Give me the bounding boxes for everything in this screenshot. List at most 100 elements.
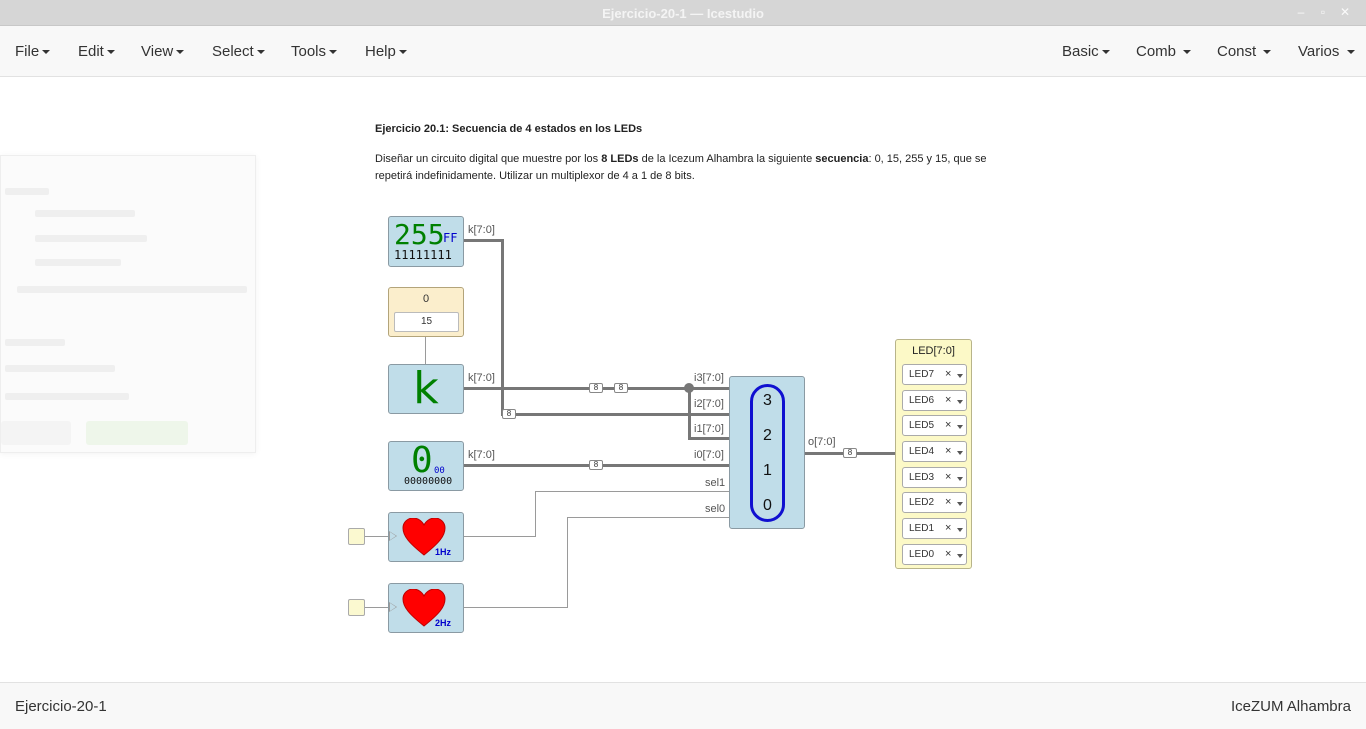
clear-icon[interactable]: × [945,368,952,380]
mux-input-label: i0[7:0] [694,449,724,461]
mux-value: 0 [763,497,772,514]
maximize-icon[interactable]: ▫ [1320,5,1326,19]
heart-icon [402,589,446,627]
wire-junction [684,383,694,393]
wire[interactable] [464,536,536,537]
chevron-down-icon[interactable] [957,502,963,506]
const-0-block[interactable]: 0 00 00000000 [388,440,464,491]
chevron-down-icon[interactable] [957,554,963,558]
output-port-label: k[7:0] [468,224,495,236]
led-block-title: LED[7:0] [912,345,955,357]
wire[interactable] [365,607,388,608]
menu-varios[interactable]: Varios [1298,43,1355,60]
const-bin-value: 11111111 [394,248,452,262]
bus-width-label: 8 [614,383,628,393]
menu-comb[interactable]: Comb [1136,43,1192,60]
menu-help[interactable]: Help [365,43,407,60]
menu-file[interactable]: File [15,43,51,60]
led-pin-select[interactable]: LED6× [902,390,967,411]
clear-icon[interactable]: × [945,419,952,431]
wire[interactable] [688,387,691,439]
chevron-down-icon [1183,50,1192,55]
clock-frequency: 2Hz [435,618,452,628]
clear-icon[interactable]: × [945,445,952,457]
clock-1hz-block[interactable]: 1Hz [388,512,464,562]
menu-const[interactable]: Const [1217,43,1272,60]
parameter-label: 0 [422,293,430,305]
led-pin-select[interactable]: LED3× [902,467,967,488]
chevron-down-icon[interactable] [957,528,963,532]
chevron-down-icon [42,50,51,55]
close-icon[interactable]: ✕ [1339,5,1351,19]
chevron-down-icon[interactable] [957,451,963,455]
constant-parameter-block[interactable]: 0 15 [388,287,464,337]
window-titlebar: Ejercicio-20-1 — Icestudio – ▫ ✕ [0,0,1366,26]
wire[interactable] [535,491,536,536]
wire[interactable] [567,517,729,518]
chevron-down-icon [329,50,338,55]
minimize-icon[interactable]: – [1297,5,1305,19]
wire[interactable] [464,239,502,242]
const-dec-value: 0 [411,440,433,481]
clock-input-port[interactable] [348,599,365,616]
design-canvas[interactable]: Ejercicio 20.1: Secuencia de 4 estados e… [0,77,1366,682]
mux-value: 3 [763,392,772,409]
wire[interactable] [464,607,568,608]
wire[interactable] [535,491,729,492]
led-pin-select[interactable]: LED7× [902,364,967,385]
chevron-down-icon [106,50,115,55]
info-body: Diseñar un circuito digital que muestre … [375,153,987,182]
menu-tools[interactable]: Tools [291,43,338,60]
parameter-value-input[interactable]: 15 [394,312,459,332]
multiplexer-4to1-block[interactable]: 3 2 1 0 [729,376,805,529]
info-note: Ejercicio 20.1: Secuencia de 4 estados e… [375,121,995,185]
bus-width-label: 8 [589,460,603,470]
menu-basic[interactable]: Basic [1062,43,1110,60]
board-name[interactable]: IceZUM Alhambra [1230,698,1351,715]
led-output-block[interactable]: LED[7:0] LED7× LED6× LED5× LED4× LED3× L… [895,339,972,569]
project-name: Ejercicio-20-1 [15,698,107,715]
chevron-down-icon [1101,50,1110,55]
info-heading: Ejercicio 20.1: Secuencia de 4 estados e… [375,123,643,135]
clear-icon[interactable]: × [945,548,952,560]
wire[interactable] [688,437,729,440]
clear-icon[interactable]: × [945,471,952,483]
chevron-down-icon [256,50,265,55]
chevron-down-icon[interactable] [957,374,963,378]
chevron-down-icon [1263,50,1272,55]
bus-width-label: 8 [589,383,603,393]
wire[interactable] [501,413,729,416]
menubar: File Edit View Select Tools Help Basic C… [0,26,1366,77]
led-pin-select[interactable]: LED1× [902,518,967,539]
led-pin-select[interactable]: LED5× [902,415,967,436]
mux-value: 1 [763,462,772,479]
led-pin-select[interactable]: LED0× [902,544,967,565]
mux-input-label: i1[7:0] [694,423,724,435]
chevron-down-icon[interactable] [957,400,963,404]
menu-select[interactable]: Select [212,43,265,60]
mux-input-label: i3[7:0] [694,372,724,384]
clear-icon[interactable]: × [945,522,952,534]
led-pin-select[interactable]: LED2× [902,492,967,513]
menu-edit[interactable]: Edit [78,43,115,60]
clear-icon[interactable]: × [945,394,952,406]
mux-input-label: i2[7:0] [694,398,724,410]
k-constant-block[interactable]: k [388,363,464,414]
clock-2hz-block[interactable]: 2Hz [388,583,464,633]
bus-width-label: 8 [843,448,857,458]
const-bin-value: 00000000 [404,476,453,487]
led-pin-select[interactable]: LED4× [902,441,967,462]
output-port-label: k[7:0] [468,449,495,461]
const-hex-value: FF [443,231,458,245]
menu-view[interactable]: View [141,43,185,60]
wire[interactable] [567,517,568,607]
clock-input-port[interactable] [348,528,365,545]
wire[interactable] [501,239,504,416]
clear-icon[interactable]: × [945,496,952,508]
const-dec-value: 255 [394,218,445,251]
window-title: Ejercicio-20-1 — Icestudio [602,6,764,21]
const-255-block[interactable]: 255 FF 11111111 [388,216,464,267]
wire[interactable] [365,536,388,537]
chevron-down-icon[interactable] [957,425,963,429]
chevron-down-icon[interactable] [957,477,963,481]
